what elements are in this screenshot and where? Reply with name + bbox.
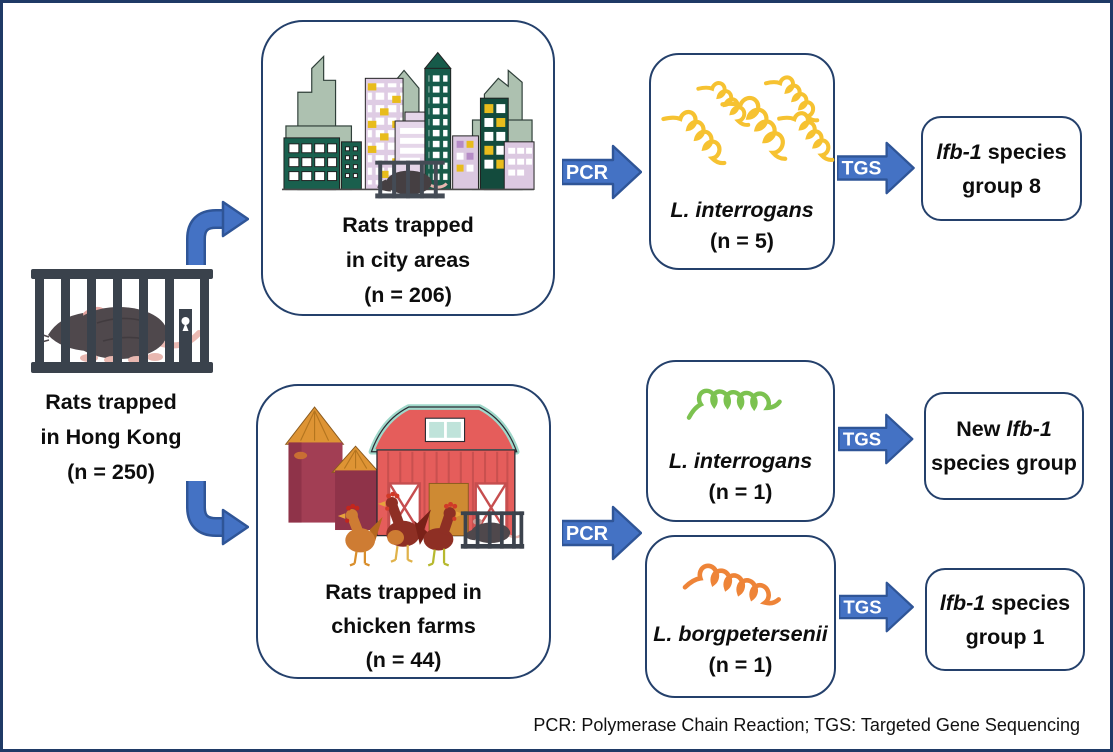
lfb1-gene-name: lfb-1 <box>936 139 982 164</box>
leptospira-spiral-green-icon <box>686 388 782 420</box>
group-farm-label-line3: (n = 44) <box>365 648 442 672</box>
group-city-label-line2: in city areas <box>345 248 471 272</box>
result-line1: lfb-1 species <box>939 590 1071 615</box>
group-city-label-line1: Rats trapped <box>342 213 474 237</box>
leptospira-spirals-yellow-icon <box>661 75 835 166</box>
pcr-label: PCR <box>566 162 609 184</box>
group-farm-label-line2: chicken farms <box>331 614 476 638</box>
city-skyline-icon <box>281 51 535 199</box>
source-label: Rats trapped in Hong Kong (n = 250) <box>11 385 211 490</box>
leptospira-spiral-orange-icon <box>682 563 781 606</box>
result-line1: lfb-1 species <box>936 139 1067 164</box>
chickens <box>337 491 464 567</box>
curved-arrow-up-icon <box>186 200 249 265</box>
chicken-farm-icon <box>284 404 524 567</box>
bacteria-species-name: L. borgpetersenii <box>653 622 828 646</box>
tgs-arrow-middle: TGS <box>838 413 914 465</box>
result-line2: species group <box>931 451 1077 475</box>
group-city-label-line3: (n = 206) <box>364 283 452 307</box>
bacteria-species-name: L. interrogans <box>670 198 814 222</box>
result-box-new-group: New lfb-1 species group <box>924 392 1084 500</box>
caged-rat-small <box>460 511 524 549</box>
result-line2: group 8 <box>962 173 1041 198</box>
pcr-arrow-top: PCR <box>562 144 642 200</box>
pcr-label: PCR <box>566 523 609 545</box>
bacteria-count: (n = 1) <box>708 480 773 504</box>
group-farm-label-line1: Rats trapped in <box>325 580 482 604</box>
result-box-group1: lfb-1 species group 1 <box>925 568 1085 671</box>
source-label-line2: in Hong Kong <box>40 425 182 449</box>
curved-arrow-down-icon <box>186 481 249 546</box>
tgs-label: TGS <box>843 429 881 450</box>
bacteria-count: (n = 1) <box>708 653 773 677</box>
tgs-arrow-top: TGS <box>837 141 915 195</box>
bacteria-box-orange: L. borgpetersenii (n = 1) <box>645 535 836 698</box>
bacteria-box-green: L. interrogans (n = 1) <box>646 360 835 522</box>
source-label-line3: (n = 250) <box>67 460 155 484</box>
lfb1-gene-name: lfb-1 <box>1006 417 1052 441</box>
group-box-city: Rats trapped in city areas (n = 206) <box>261 20 555 316</box>
result-line1: New lfb-1 <box>956 417 1052 441</box>
tgs-label: TGS <box>842 159 882 180</box>
bacteria-count: (n = 5) <box>710 229 774 253</box>
tgs-label: TGS <box>843 597 881 618</box>
bacteria-box-yellow: L. interrogans (n = 5) <box>649 53 835 270</box>
source-label-line1: Rats trapped <box>45 390 177 414</box>
result-line2: group 1 <box>965 624 1045 649</box>
rat-in-cage-icon <box>31 269 213 373</box>
tgs-arrow-bottom: TGS <box>839 581 914 633</box>
bacteria-species-name: L. interrogans <box>668 449 813 473</box>
group-box-farm: Rats trapped in chicken farms (n = 44) <box>256 384 551 679</box>
abbreviation-caption: PCR: Polymerase Chain Reaction; TGS: Tar… <box>533 715 1080 735</box>
pcr-arrow-bottom: PCR <box>562 505 642 561</box>
result-box-group8: lfb-1 species group 8 <box>921 116 1082 221</box>
lfb1-gene-name: lfb-1 <box>939 590 986 615</box>
caged-rat-small <box>375 160 448 199</box>
